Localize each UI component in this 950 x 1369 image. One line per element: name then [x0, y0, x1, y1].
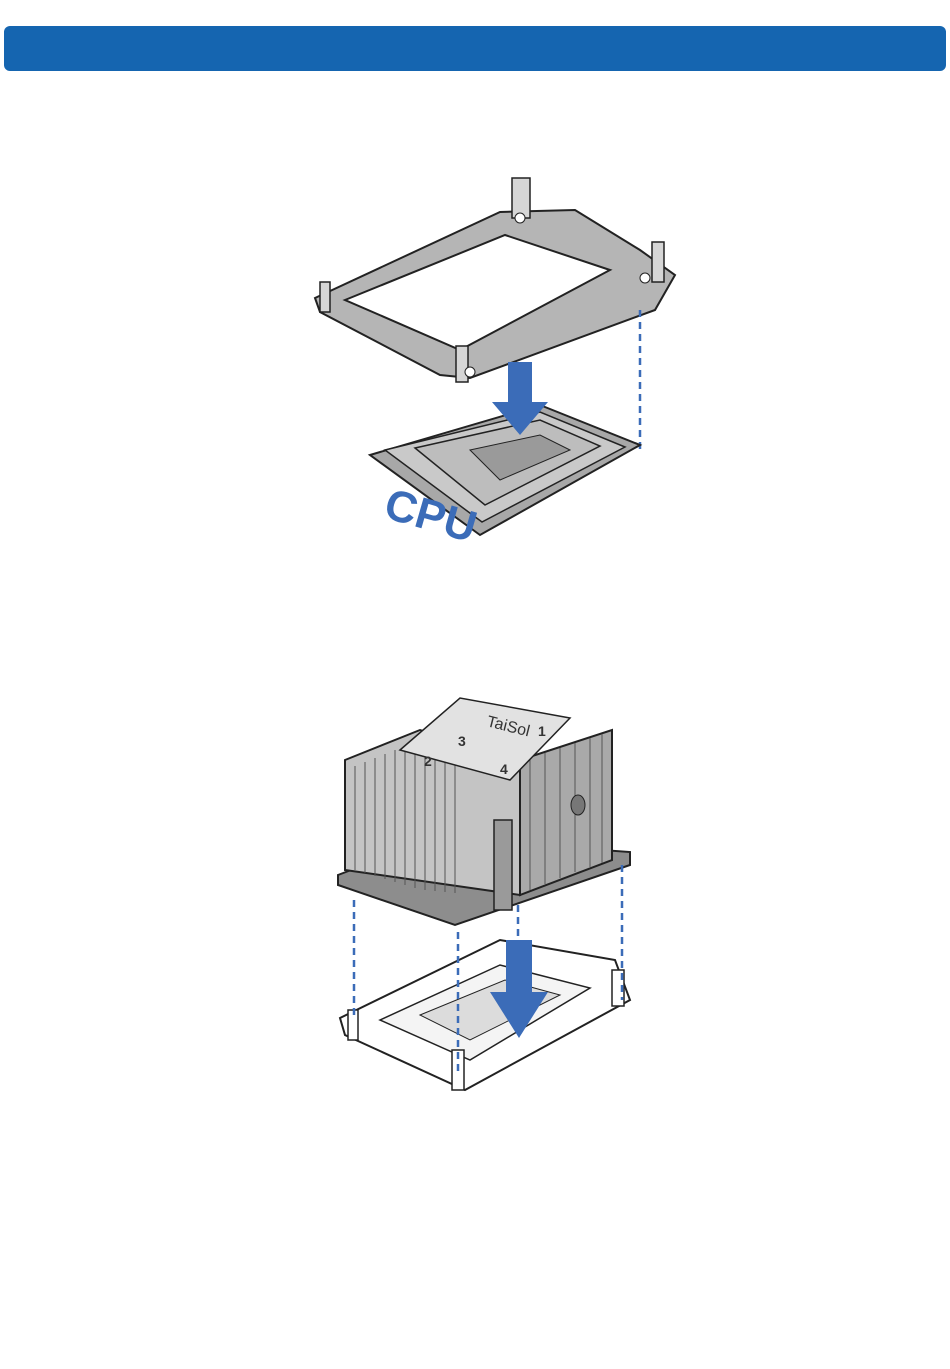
heatsink-corner-2: 2: [424, 753, 432, 769]
heatsink-diagram: TaiSol 1 3 2 4: [0, 670, 950, 1120]
heatsink: TaiSol 1 3 2 4: [338, 698, 630, 925]
carrier-cpu-illustration: CPU: [0, 150, 950, 570]
cpu-carrier-frame: [315, 178, 675, 382]
heatsink-corner-1: 1: [538, 723, 546, 739]
carrier-frame-bottom: [340, 940, 630, 1090]
heatsink-corner-4: 4: [500, 761, 508, 777]
header-bar: [4, 26, 946, 71]
heatsink-corner-3: 3: [458, 733, 466, 749]
heatsink-install-illustration: TaiSol 1 3 2 4: [0, 670, 950, 1120]
carrier-cpu-diagram: CPU: [0, 150, 950, 570]
